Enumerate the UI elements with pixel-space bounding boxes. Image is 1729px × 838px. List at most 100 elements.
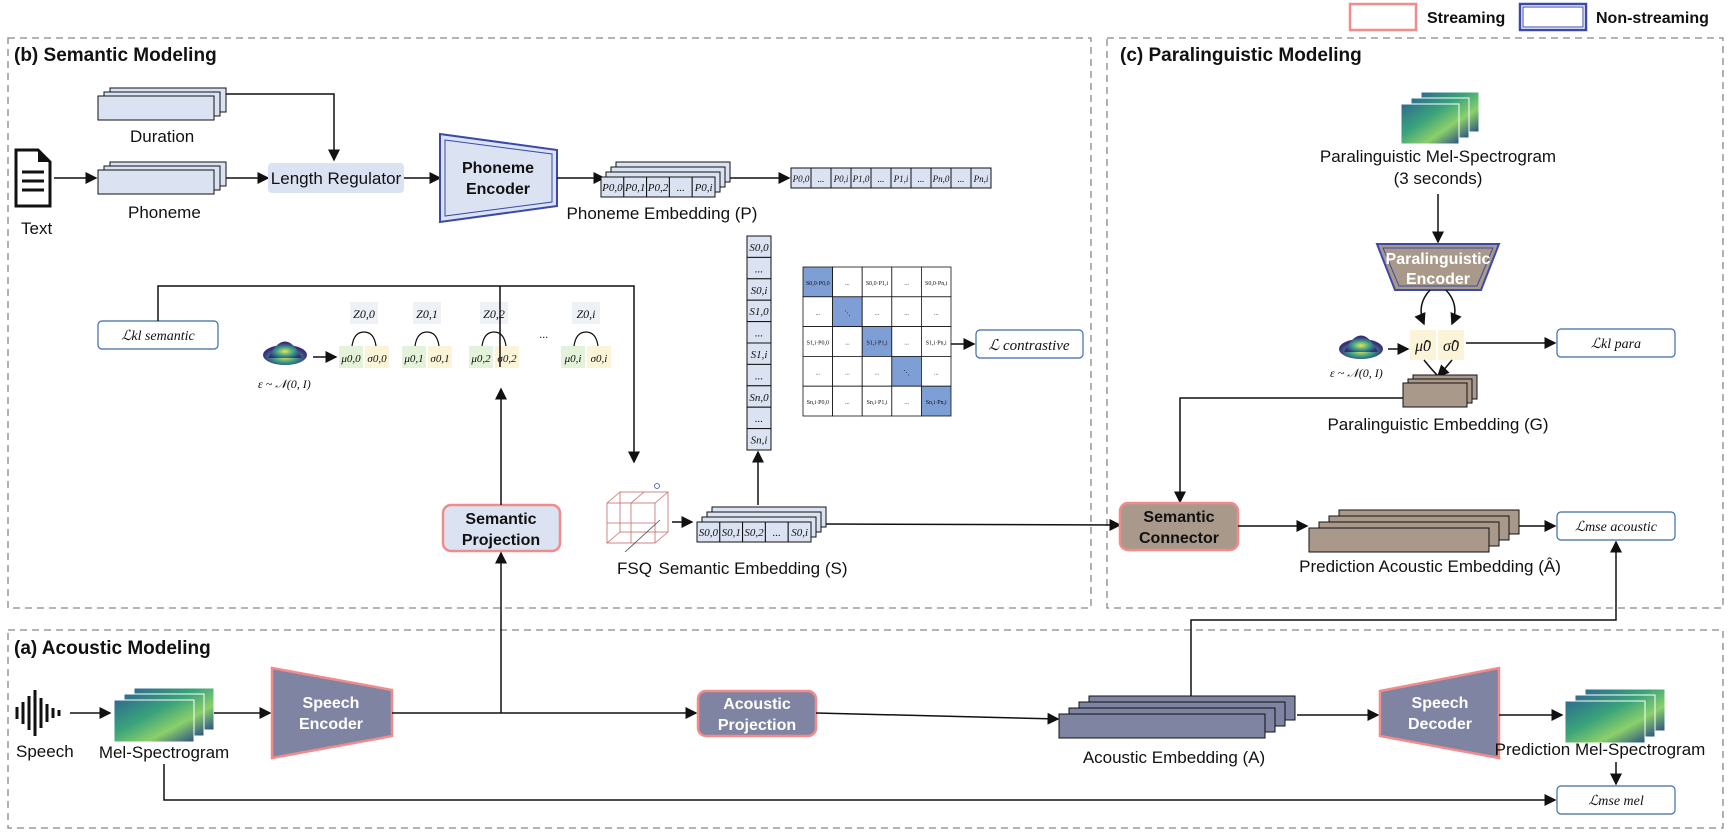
phoneme-cell-label: ... — [677, 182, 685, 194]
legend-non-streaming: Non-streaming — [1596, 10, 1709, 27]
mel-spectrogram — [113, 687, 215, 743]
acoustic-embedding-label: Acoustic Embedding (A) — [1083, 748, 1265, 767]
mse-mel-label: ℒmse mel — [1588, 794, 1644, 809]
semantic-projection-line2: Projection — [462, 532, 540, 549]
sample-arc — [573, 331, 599, 347]
para-mel-label-2: (3 seconds) — [1394, 169, 1483, 188]
matrix-cell-label: ... — [845, 281, 850, 287]
para-mel-label-1: Paralinguistic Mel-Spectrogram — [1320, 147, 1556, 166]
sigma-cell — [495, 346, 519, 368]
matrix-cell — [921, 266, 952, 298]
semantic-cell-label: ... — [773, 527, 781, 539]
acoustic-projection-line1: Acoustic — [723, 696, 791, 713]
sample-arc — [351, 331, 377, 347]
matrix-cell — [861, 296, 893, 327]
mse-acoustic-box — [1556, 511, 1676, 541]
speech-label: Speech — [16, 742, 74, 761]
phoneme-label: Phoneme — [128, 203, 201, 222]
semantic-cell-label: S0,2 — [744, 527, 764, 539]
phoneme-seq-label: ... — [878, 174, 885, 184]
mu-cell — [1410, 330, 1436, 360]
speech-encoder-line1: Speech — [303, 695, 360, 712]
matrix-cell-label: ... — [904, 311, 909, 317]
matrix-cell — [921, 326, 952, 357]
mse-mel-box — [1556, 785, 1676, 815]
acoustic-section-title: (a) Acoustic Modeling — [14, 638, 211, 659]
mse-acoustic-label: ℒmse acoustic — [1575, 520, 1658, 535]
z-cell — [350, 302, 378, 324]
matrix-cell — [921, 355, 952, 387]
speech-encoder-line2: Encoder — [299, 716, 363, 733]
mu-cell — [561, 346, 585, 368]
sigma-label: σ0,2 — [497, 353, 517, 365]
mu-cell — [402, 346, 426, 368]
matrix-cell-label: ... — [875, 311, 880, 317]
semantic-eps: ε ~ 𝒩(0, I) — [258, 377, 311, 391]
matrix-cell — [832, 266, 863, 298]
phoneme-seq-label: P1,0 — [852, 174, 870, 184]
matrix-cell-label: S0,0·P0,0 — [806, 281, 830, 287]
semantic-cell-label: S0,1 — [722, 527, 741, 539]
mu-label: μ0,2 — [470, 353, 491, 365]
phoneme-seq-label: P1,i — [893, 174, 909, 184]
semantic-embedding-label: Semantic Embedding (S) — [659, 559, 848, 578]
matrix-cell-label: ... — [904, 341, 909, 347]
para-mel-spectrogram — [1400, 91, 1480, 145]
phoneme-encoder-line2: Encoder — [466, 181, 530, 198]
mu-label: μ0,1 — [403, 353, 423, 365]
phoneme-cell — [691, 176, 716, 198]
z-label: Z0,0 — [353, 307, 375, 321]
matrix-cell-label: Sn,i·P1,i — [866, 400, 887, 406]
mu-cell — [469, 346, 493, 368]
semantic-section-title: (b) Semantic Modeling — [14, 45, 217, 66]
text-label: Text — [21, 219, 52, 238]
s-column-label: ... — [755, 370, 763, 382]
matrix-cell — [921, 296, 952, 327]
para-encoder-line2: Encoder — [1406, 271, 1470, 288]
matrix-cell-label: S1,i·P1,i — [866, 341, 887, 347]
z-cell — [413, 302, 441, 324]
matrix-cell — [891, 355, 922, 387]
matrix-cell-label: S1,i·P0,0 — [807, 341, 829, 347]
matrix-cell — [802, 266, 834, 298]
z-label: Z0,2 — [483, 307, 505, 321]
matrix-cell-label: ⋱ — [904, 370, 910, 376]
acoustic-embedding-stack — [1058, 695, 1296, 739]
duration-label: Duration — [130, 127, 194, 146]
sigma-cell — [1438, 330, 1464, 360]
matrix-cell-label: ... — [845, 400, 850, 406]
fsq-cube-icon — [606, 483, 669, 553]
speech-decoder: Speech Decoder — [1378, 666, 1501, 760]
prediction-acoustic-embedding-stack — [1308, 509, 1520, 553]
gaussian-icon — [263, 341, 307, 365]
s-column-label: S0,0 — [749, 242, 769, 254]
semantic-cell-label: S0,i — [791, 527, 808, 539]
s-column-label: S0,i — [751, 285, 768, 297]
matrix-cell — [921, 385, 952, 417]
z-cell — [480, 302, 508, 324]
mu-label: μ0,i — [564, 353, 582, 365]
semantic-connector-line1: Semantic — [1143, 509, 1214, 526]
z-label: Z0,i — [576, 307, 595, 321]
para-embedding-stack — [1402, 374, 1478, 408]
sigma-label: σ0,0 — [367, 353, 387, 365]
s-column-label: S1,i — [751, 349, 768, 361]
semantic-column: S0,0...S0,iS1,0...S1,i...Sn,0...Sn,i — [746, 235, 772, 451]
sigma-cell — [587, 346, 611, 368]
speech-decoder-line1: Speech — [1412, 695, 1469, 712]
legend: Streaming Non-streaming — [1348, 2, 1709, 32]
phoneme-stack — [97, 161, 227, 195]
matrix-cell — [861, 355, 893, 387]
similarity-matrix: S0,0·P0,0...S0,0·P1,i...S0,0·Pn,i...⋱...… — [802, 266, 952, 417]
phoneme-seq-label: ... — [918, 174, 925, 184]
speech-decoder-line2: Decoder — [1408, 716, 1472, 733]
sigma-cell — [365, 346, 389, 368]
matrix-cell-label: Sn,i·Pn,i — [926, 400, 947, 406]
para-sigma: σ̂0 — [1443, 338, 1459, 355]
paralinguistic-section-frame — [1106, 37, 1724, 609]
semantic-section-frame — [7, 37, 1092, 609]
legend-streaming: Streaming — [1427, 10, 1505, 27]
matrix-cell — [802, 326, 834, 357]
